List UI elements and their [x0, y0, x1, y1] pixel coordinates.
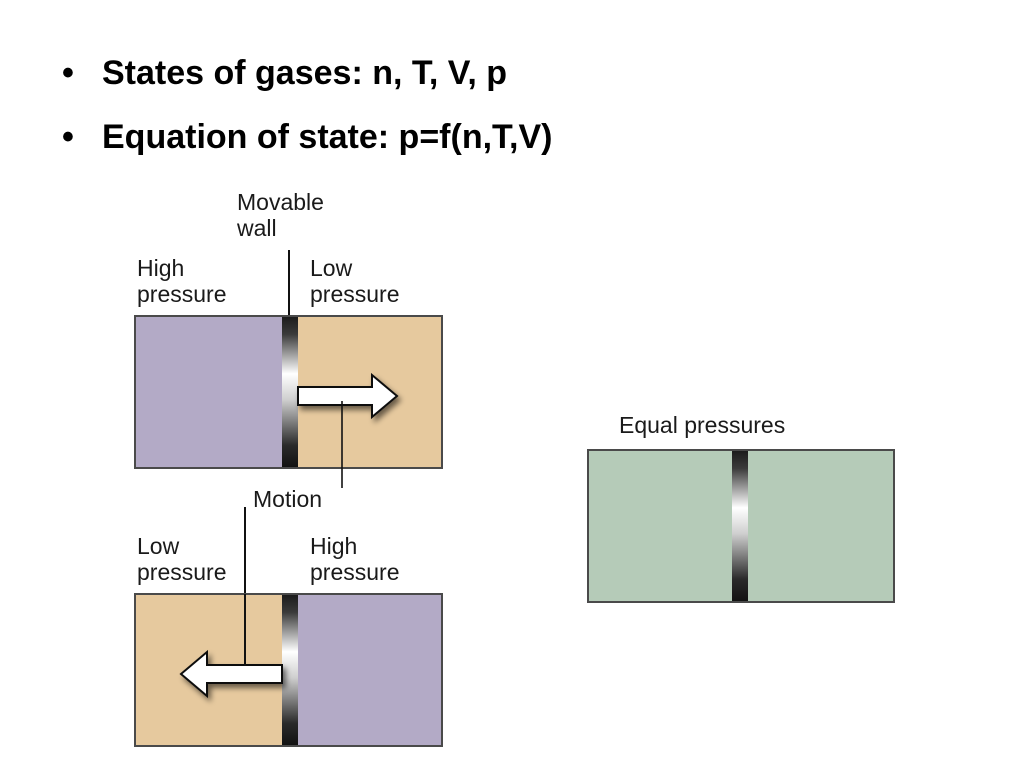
bullet-dot: • [62, 54, 74, 92]
bottom-right-label-line1: High [310, 533, 357, 559]
top-left-label: High pressure [137, 255, 226, 307]
bullet-text: Equation of state: p=f(n,T,V) [102, 118, 553, 156]
movable-wall-label-line2: wall [236, 215, 277, 241]
bullet-item: • States of gases: n, T, V, p [62, 48, 552, 112]
motion-label: Motion [253, 486, 322, 512]
right-arrow-icon [297, 372, 399, 420]
movable-wall [282, 594, 298, 746]
movable-wall [282, 316, 298, 468]
top-left-label-line1: High [137, 255, 184, 281]
top-right-label: Low pressure [310, 255, 399, 307]
equal-pressures-title: Equal pressures [619, 412, 785, 438]
top-right-label-line1: Low [310, 255, 353, 281]
bottom-left-label: Low pressure [137, 533, 226, 585]
top-right-label-line2: pressure [310, 281, 399, 307]
movable-wall-label: Movable wall [236, 189, 330, 241]
equal-pressure-region-left [588, 450, 732, 602]
bullet-list: • States of gases: n, T, V, p • Equation… [62, 48, 552, 176]
equal-pressure-region-right [748, 450, 894, 602]
top-left-label-line2: pressure [137, 281, 226, 307]
panel-border [587, 449, 895, 603]
bullet-text: States of gases: n, T, V, p [102, 54, 507, 92]
movable-wall [732, 450, 748, 602]
bottom-left-label-line2: pressure [137, 559, 226, 585]
bullet-dot: • [62, 118, 74, 156]
panel-border [134, 315, 443, 469]
bottom-right-label: High pressure [310, 533, 399, 585]
high-pressure-region [135, 316, 283, 468]
top-panel [134, 315, 443, 469]
left-arrow-icon [179, 649, 283, 699]
bottom-left-label-line1: Low [137, 533, 180, 559]
movable-wall-label-line1: Movable [237, 189, 324, 215]
equal-panel [587, 449, 895, 603]
bullet-item: • Equation of state: p=f(n,T,V) [62, 112, 552, 176]
panel-border [134, 593, 443, 747]
bottom-right-label-line2: pressure [310, 559, 399, 585]
bottom-panel [134, 593, 443, 747]
high-pressure-region [298, 594, 442, 746]
